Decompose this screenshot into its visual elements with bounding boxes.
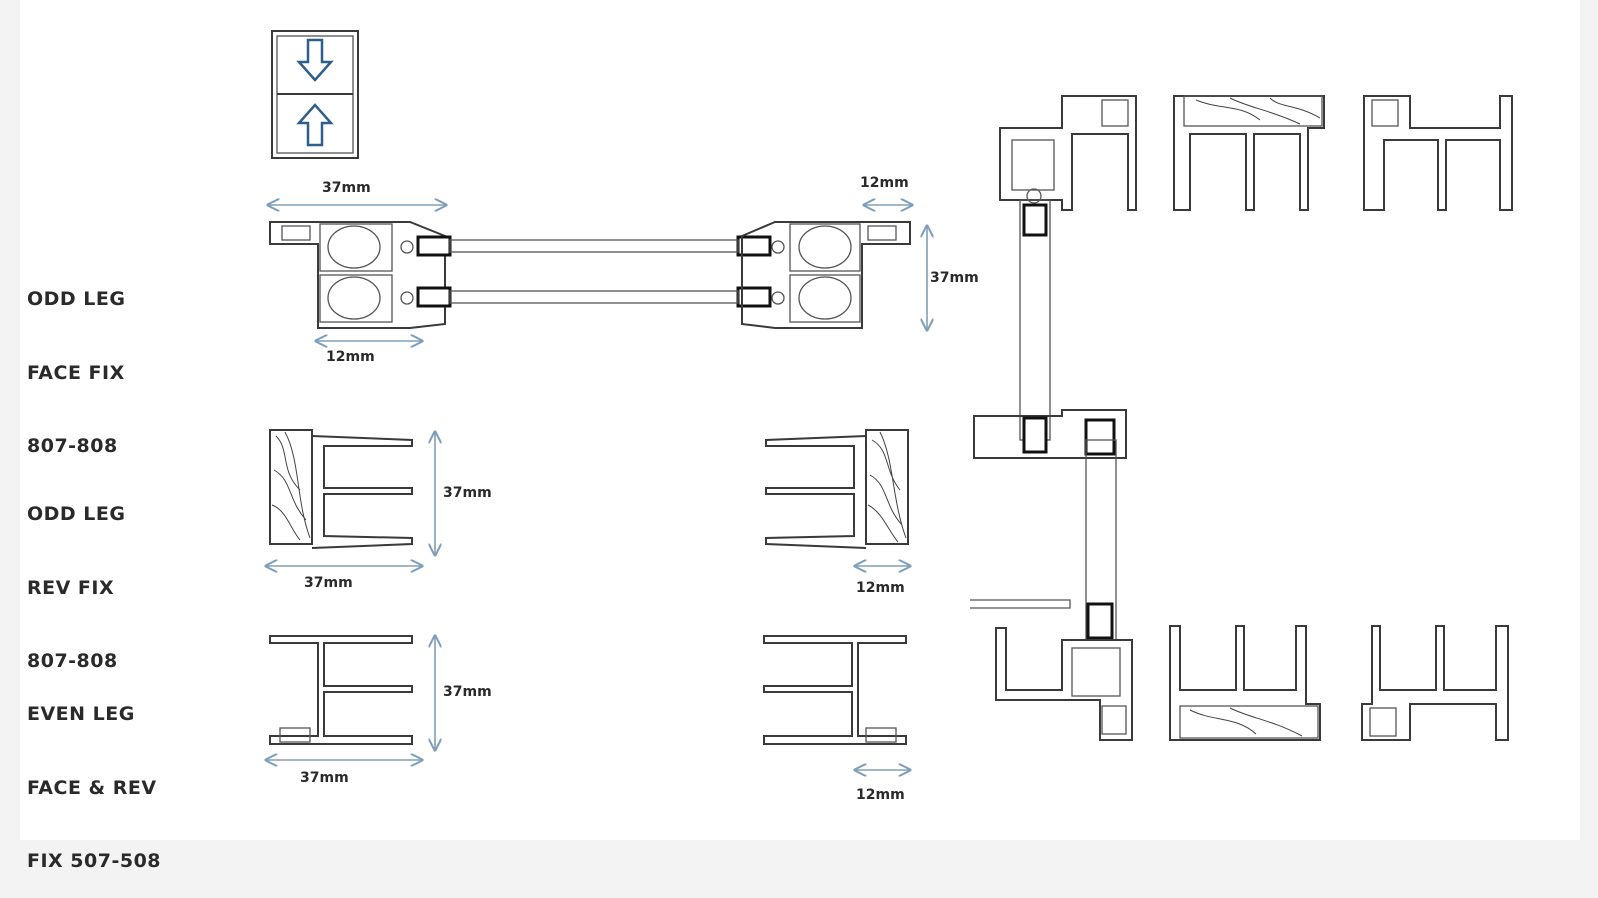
- sill-profile-variant: [1361, 625, 1509, 741]
- glazing-bead: [1022, 416, 1048, 454]
- head-profile-variant: [1363, 95, 1513, 211]
- right-rev-profile: [765, 429, 909, 549]
- right-even-profile: [763, 635, 907, 745]
- odd-leg-rev-fix-section: 37mm 37mm 12mm: [266, 429, 910, 596]
- left-frame-profile: [269, 221, 446, 329]
- left-rev-profile: [269, 429, 413, 549]
- dimension-label-12mm: 12mm: [326, 349, 375, 365]
- dimension-label-37mm: 37mm: [304, 575, 353, 591]
- dimension-label-12mm: 12mm: [856, 580, 905, 596]
- glass-pane: [449, 239, 739, 253]
- glass-pane: [449, 290, 739, 304]
- head-profile-variant: [1173, 95, 1325, 211]
- drawing-sheet: [20, 0, 1580, 840]
- glazing-bead: [1084, 418, 1116, 456]
- left-even-profile: [269, 635, 413, 745]
- sill-profile-variant: [1169, 625, 1321, 741]
- label-line: FACE & REV: [27, 776, 157, 799]
- row-label-odd-leg-rev-fix: ODD LEG REV FIX 807-808: [27, 453, 126, 698]
- glazing-bead: [1086, 602, 1114, 640]
- sash-direction-icon: [271, 30, 359, 159]
- dimension-label-37mm: 37mm: [930, 270, 979, 286]
- label-line: 807-808: [27, 435, 118, 457]
- arrow-down-icon: [296, 38, 334, 82]
- right-frame-profile: [741, 221, 911, 329]
- dimension-label-37mm: 37mm: [300, 770, 349, 786]
- label-line: EVEN LEG: [27, 703, 135, 725]
- odd-leg-face-fix-section: 37mm 12mm 12mm 37mm: [268, 175, 979, 365]
- arrow-up-icon: [296, 103, 334, 147]
- label-line: REV FIX: [27, 576, 115, 599]
- row-label-odd-leg-face-fix: ODD LEG FACE FIX 807-808: [27, 238, 126, 483]
- dimension-label-37mm: 37mm: [443, 684, 492, 700]
- label-line: FACE FIX: [27, 361, 125, 384]
- label-line: FIX 507-508: [27, 850, 162, 872]
- glazing-bead: [416, 235, 452, 257]
- dimension-label-37mm: 37mm: [322, 180, 371, 196]
- technical-drawing: 37mm 12mm 12mm 37mm 37mm 37mm 12mm: [0, 30, 1513, 803]
- dimension-label-12mm: 12mm: [860, 175, 909, 191]
- label-line: 807-808: [27, 650, 118, 672]
- glazing-bead: [416, 286, 452, 308]
- glazing-bead: [1022, 203, 1048, 237]
- dimension-label-37mm: 37mm: [443, 485, 492, 501]
- label-line: ODD LEG: [27, 503, 126, 525]
- vertical-sash-section: [970, 95, 1137, 741]
- dimension-label-12mm: 12mm: [856, 787, 905, 803]
- even-leg-face-rev-section: 37mm 37mm 12mm: [266, 636, 910, 803]
- label-line: ODD LEG: [27, 288, 126, 310]
